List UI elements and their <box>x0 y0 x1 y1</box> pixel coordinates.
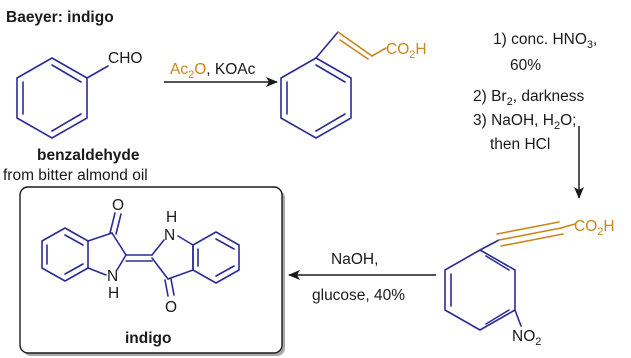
indigo-nitrogen-bottom: N <box>107 268 118 285</box>
indigo-nh-bottom-hydrogen: H <box>108 285 119 302</box>
indigo-structure: O N H N H O <box>41 197 240 316</box>
indigo-nitrogen-top: N <box>164 227 175 244</box>
nitro-group: NO2 <box>512 328 541 348</box>
benzaldehyde-name: benzaldehyde <box>37 147 140 164</box>
indigo-oxygen-top: O <box>112 197 124 214</box>
nitrophenylpropiolic-acid-structure: CO2H NO2 <box>444 218 615 348</box>
svg-text:then HCl: then HCl <box>490 136 550 153</box>
indigo-box <box>19 186 283 354</box>
benzaldehyde-structure: CHO <box>16 50 142 139</box>
indigo-name: indigo <box>125 330 172 347</box>
indigo-oxygen-bottom: O <box>165 299 177 316</box>
step2-conditions: 1) conc. HNO3, 60% 2) Br2, darkness 3) N… <box>473 31 597 153</box>
indigo-nh-top-hydrogen: H <box>166 209 177 226</box>
cinnamic-acid-structure: CO2H <box>280 31 427 139</box>
benzaldehyde-source: from bitter almond oil <box>3 167 148 184</box>
step3-reagent-2: glucose, 40% <box>312 287 405 304</box>
svg-text:60%: 60% <box>510 57 541 74</box>
cinnamic-carboxyl: CO2H <box>386 41 427 61</box>
svg-text:2) Br2, darkness: 2) Br2, darkness <box>473 88 584 108</box>
aldehyde-group: CHO <box>108 50 142 67</box>
propiolic-carboxyl: CO2H <box>574 218 615 238</box>
svg-text:3) NaOH, H2O;: 3) NaOH, H2O; <box>473 112 576 132</box>
svg-text:1) conc. HNO3,: 1) conc. HNO3, <box>493 31 597 51</box>
step3-reagent-1: NaOH, <box>331 251 378 268</box>
step1-reagents: Ac2O, KOAc <box>170 61 256 81</box>
scheme-title: Baeyer: indigo <box>6 9 114 26</box>
